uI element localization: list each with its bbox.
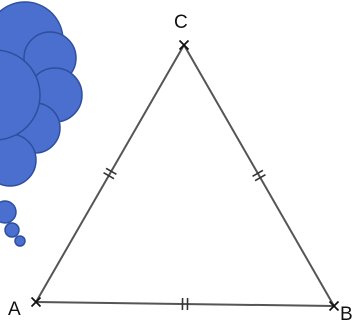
cloud-bubble-medium bbox=[4, 222, 20, 238]
tick-mark-ac bbox=[105, 167, 117, 176]
cloud-bubble-large bbox=[0, 200, 17, 224]
vertex-label-b: B bbox=[340, 304, 353, 325]
tick-mark-cb bbox=[252, 169, 264, 178]
equal-length-tick-marks bbox=[103, 167, 266, 311]
side-ab bbox=[35, 301, 335, 307]
tick-mark-cb bbox=[254, 173, 266, 182]
cloud-bubble-small bbox=[14, 235, 26, 247]
vertex-label-c: C bbox=[174, 12, 188, 33]
vertex-marker-c bbox=[178, 39, 190, 51]
vertex-label-a: A bbox=[8, 299, 21, 320]
vertex-marker-b bbox=[328, 300, 340, 312]
thought-cloud-shape bbox=[0, 1, 83, 247]
vertex-markers bbox=[30, 39, 340, 312]
vertex-marker-a bbox=[30, 296, 42, 308]
tick-mark-ac bbox=[103, 171, 115, 180]
side-ac bbox=[35, 44, 185, 303]
side-cb bbox=[183, 44, 335, 307]
triangle bbox=[35, 44, 335, 307]
cloud-body bbox=[0, 1, 83, 187]
